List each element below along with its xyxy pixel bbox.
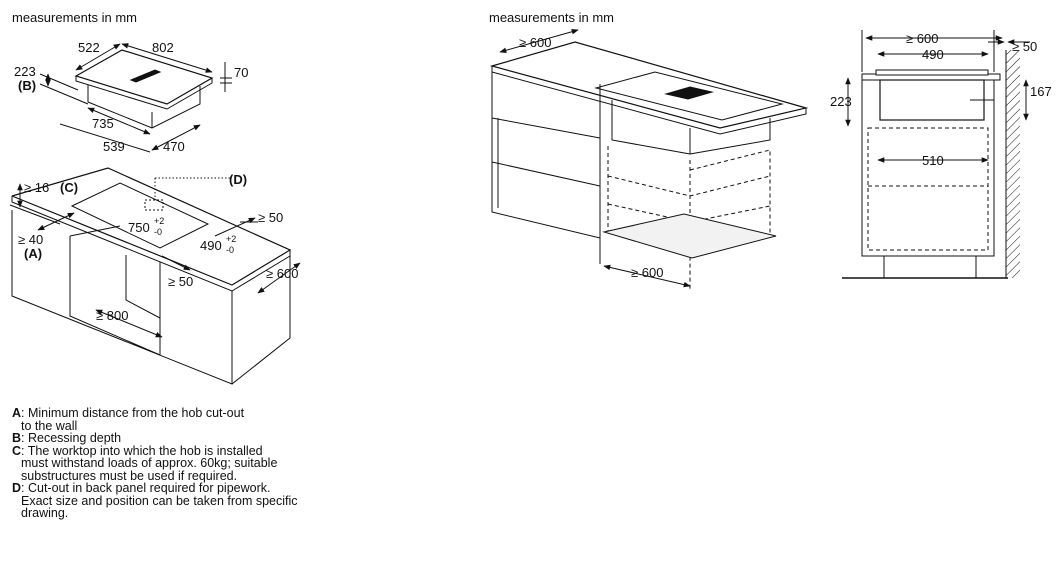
island-drawers: [491, 72, 601, 264]
cabinet-width-label: ≥ 800: [96, 308, 128, 323]
hob-height-key: (B): [18, 78, 36, 93]
cutout-depth-label: 490: [200, 238, 222, 253]
cutout-depth-tol-bot: -0: [226, 245, 234, 255]
cutout-back-panel-label: (D): [229, 172, 247, 187]
cutout-depth-tol-top: +2: [226, 234, 236, 244]
island-base-plate: [602, 213, 777, 259]
front-gap-label: ≥ 50: [168, 274, 193, 289]
back-gap-label: ≥ 50: [258, 210, 283, 225]
side-unit-body: [879, 79, 985, 121]
wall-distance-label: ≥ 40: [18, 232, 43, 247]
worktop-thickness-key: (C): [60, 180, 78, 195]
hob-cutout: [70, 182, 210, 249]
hob-depth-label: 522: [78, 40, 100, 55]
hob-glass-edge: [75, 76, 213, 110]
hob-base-width-label: 470: [163, 139, 185, 154]
island-drawing: [489, 29, 809, 290]
cabinet-body: [11, 210, 291, 385]
heading-right: measurements in mm: [489, 10, 614, 25]
legend-item-c: C: The worktop into which the hob is ins…: [12, 443, 278, 483]
island-top-depth-label: ≥ 600: [519, 35, 551, 50]
legend-item-b: B: Recessing depth: [12, 431, 122, 445]
side-hob: [875, 69, 989, 76]
side-wall-gap-label: ≥ 50: [1012, 39, 1037, 54]
island-bottom-depth-label: ≥ 600: [631, 265, 663, 280]
hob-height-top-label: 70: [234, 65, 248, 80]
hob-inner-width-label: 735: [92, 116, 114, 131]
cutout-width-label: 750: [128, 220, 150, 235]
worktop-thickness-label: ≥ 16: [24, 180, 49, 195]
wall-distance-key: (A): [24, 246, 42, 261]
side-inner-depth-label: 510: [922, 153, 944, 168]
worktop-surface: [11, 167, 292, 286]
side-total-depth-label: ≥ 600: [906, 31, 938, 46]
legend: A: Minimum distance from the hob cut-out…: [12, 407, 342, 520]
hob-drawing: [39, 43, 232, 153]
hob-base-depth-label: 539: [103, 139, 125, 154]
legend-item-a: A: Minimum distance from the hob cut-out…: [12, 406, 245, 433]
cutout-width-tol-top: +2: [154, 216, 164, 226]
side-height-left-label: 223: [830, 94, 852, 109]
side-unit-depth-label: 490: [922, 47, 944, 62]
side-height-right-label: 167: [1030, 84, 1052, 99]
hob-height-total-label: 223: [14, 64, 36, 79]
worktop-drawing: [9, 167, 301, 385]
hob-width-label: 802: [152, 40, 174, 55]
side-section-drawing: [842, 30, 1030, 279]
legend-item-d: D: Cut-out in back panel required for pi…: [12, 481, 298, 520]
wall-hatch: [1006, 50, 1020, 278]
cutout-width-tol-bot: -0: [154, 227, 162, 237]
heading-left: measurements in mm: [12, 10, 137, 25]
island-hob: [594, 71, 784, 121]
worktop-depth-label: ≥ 600: [266, 266, 298, 281]
